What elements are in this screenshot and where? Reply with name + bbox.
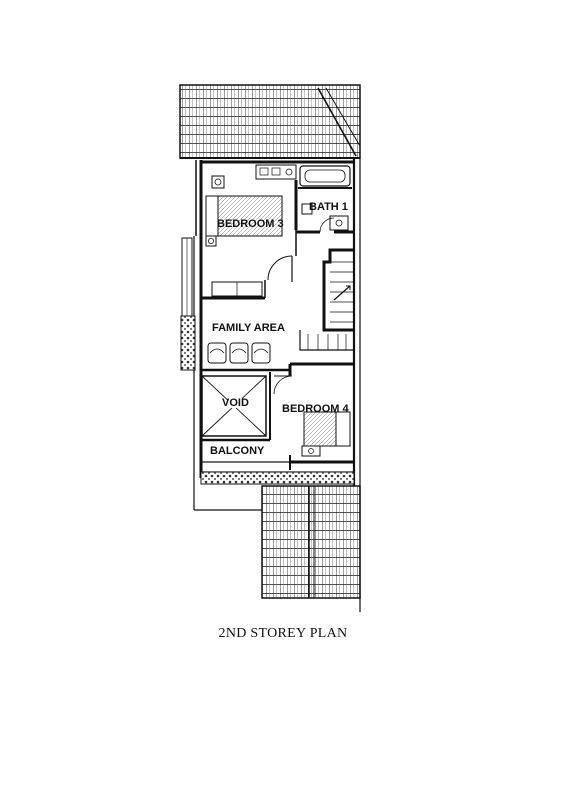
top-roof [179,84,361,159]
bedroom-3: BEDROOM 3 [201,164,298,300]
bath-1: BATH 1 [296,165,354,234]
void: VOID [201,368,290,440]
plan-caption: 2ND STOREY PLAN [218,626,348,641]
void-label: VOID [222,397,249,409]
bottom-roof [261,485,361,599]
bedroom-4-label: BEDROOM 4 [282,403,350,415]
balcony-label: BALCONY [210,445,265,457]
family-area: FAMILY AREA [207,322,285,364]
bedroom-4: BEDROOM 4 [273,362,354,470]
exterior-walls [193,158,361,612]
planter-left [180,237,196,371]
bath-1-label: BATH 1 [309,201,348,213]
family-area-label: FAMILY AREA [212,322,285,334]
balcony: BALCONY [200,438,355,485]
staircase [299,248,354,351]
bedroom-3-label: BEDROOM 3 [217,218,284,230]
